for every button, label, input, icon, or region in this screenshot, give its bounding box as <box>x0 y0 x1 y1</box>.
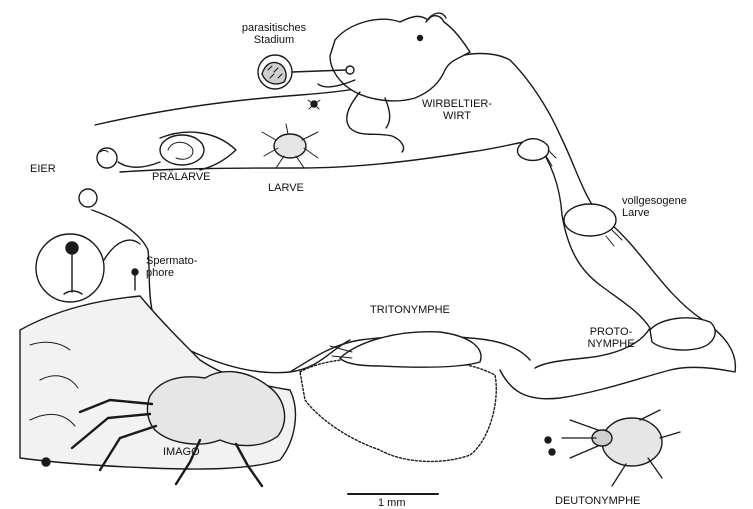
tritonymph-illustration <box>300 332 496 462</box>
label-engorged-larva-line1: vollgesogene <box>622 195 687 207</box>
larva-illustration <box>262 124 318 168</box>
label-parasitic-stage: parasitisches Stadium <box>231 22 317 47</box>
scale-bar-label: 1 mm <box>378 497 406 509</box>
label-parasitic-stage-line1: parasitisches <box>231 22 317 34</box>
label-deutonymph: DEUTONYMPHE <box>555 495 640 507</box>
label-protonymph-line2: NYMPHE <box>576 338 646 350</box>
mouse-host-illustration <box>318 13 470 152</box>
small-mite <box>308 100 320 109</box>
label-imago: IMAGO <box>163 446 200 458</box>
eggs-illustration <box>79 148 160 207</box>
label-vertebrate-host-line2: WIRT <box>414 110 500 122</box>
label-spermatophore-line2: phore <box>146 267 197 279</box>
label-larva: LARVE <box>268 182 304 194</box>
label-vertebrate-host-line1: WIRBELTIER- <box>414 98 500 110</box>
label-parasitic-stage-line2: Stadium <box>231 34 317 46</box>
label-protonymph-line1: PROTO- <box>576 326 646 338</box>
protonymph-illustration <box>650 318 715 350</box>
label-protonymph: PROTO- NYMPHE <box>576 326 646 351</box>
prelarva-illustration <box>160 132 236 170</box>
spermatophore-inset <box>36 234 140 302</box>
label-engorged-larva: vollgesogene Larve <box>622 195 687 220</box>
label-engorged-larva-line2: Larve <box>622 207 687 219</box>
label-prelarva: PRÄLARVE <box>152 171 211 183</box>
label-spermatophore-line1: Spermato- <box>146 255 197 267</box>
label-eggs: EIER <box>30 163 56 175</box>
label-tritonymph: TRITONYMPHE <box>370 304 450 316</box>
deutonymph-illustration <box>545 410 680 486</box>
label-vertebrate-host: WIRBELTIER- WIRT <box>414 98 500 123</box>
label-spermatophore: Spermato- phore <box>146 255 197 280</box>
